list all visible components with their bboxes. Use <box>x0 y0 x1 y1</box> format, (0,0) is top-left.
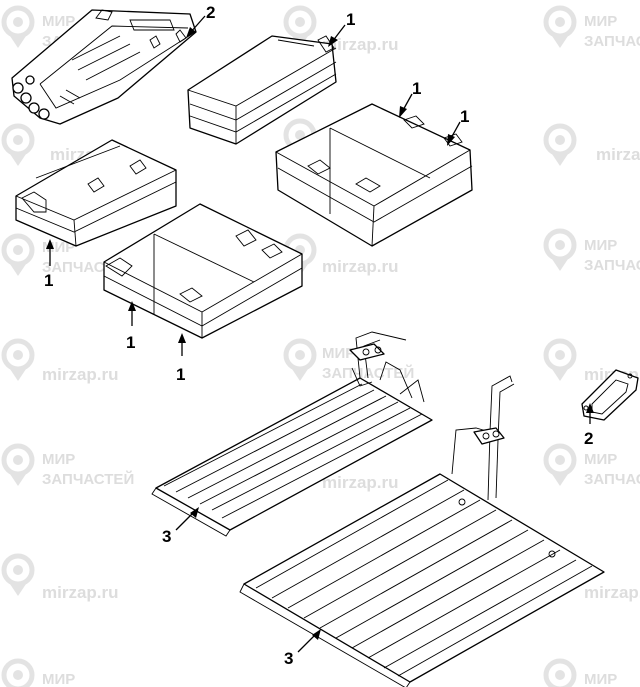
battery-module-top <box>187 35 337 145</box>
watermark-line-1: МИР <box>42 451 75 468</box>
callout-1-label: 1 <box>412 79 421 98</box>
callout-3-label: 3 <box>284 649 293 668</box>
cooling-plate-lower <box>239 375 605 687</box>
callout-1-d: 1 <box>44 239 54 290</box>
callout-1-c: 1 <box>447 107 469 146</box>
callout-1-label: 1 <box>176 365 185 384</box>
callout-1-e: 1 <box>126 301 136 352</box>
watermark-line-2: ЗАПЧАСТЕЙ <box>322 364 414 382</box>
callout-2-top: 2 <box>186 3 215 38</box>
callout-3-upper: 3 <box>162 507 199 546</box>
watermark-line-1: МИР <box>584 237 617 254</box>
callout-1-label: 1 <box>460 107 469 126</box>
watermark-line-2: ЗАПЧАСТЕЙ <box>584 32 640 50</box>
callout-3-label: 3 <box>162 527 171 546</box>
battery-module-left <box>15 139 177 247</box>
callout-2-gasket: 2 <box>584 403 594 448</box>
battery-module-right <box>275 103 473 247</box>
watermark-line-2: ЗАПЧАСТЕЙ <box>42 470 134 488</box>
callout-3-lower: 3 <box>284 629 321 668</box>
watermark-site: mirzap.ru <box>322 473 399 492</box>
callout-1-label: 1 <box>126 333 135 352</box>
callout-2-label: 2 <box>584 429 593 448</box>
watermark-site: mirzap.ru <box>42 365 119 384</box>
watermark-line-1: МИР <box>42 13 75 30</box>
watermark-site: mirzap.ru <box>42 583 119 602</box>
callout-1-a: 1 <box>328 10 355 47</box>
callout-1-b: 1 <box>399 79 421 118</box>
watermark-site: mirzap.ru <box>584 583 640 602</box>
watermark-line-1: МИР <box>322 345 355 362</box>
watermark-line-1: МИР <box>584 451 617 468</box>
watermark-line-1: МИР <box>42 671 75 687</box>
watermark-line-2: ЗАПЧАСТЕЙ <box>584 470 640 488</box>
watermark-line-1: МИР <box>584 13 617 30</box>
battery-module-center <box>103 203 303 339</box>
control-module-part <box>11 9 197 125</box>
watermark-site: mirzap.ru <box>322 257 399 276</box>
callout-1-f: 1 <box>176 333 186 384</box>
callout-1-label: 1 <box>346 10 355 29</box>
watermark-site: mirzap.ru <box>322 35 399 54</box>
cooling-plate-upper <box>151 331 433 537</box>
watermark-site: mirzap.ru <box>596 145 640 164</box>
callout-2-label: 2 <box>206 3 215 22</box>
watermark-line-1: МИР <box>584 671 617 687</box>
watermark-line-2: ЗАПЧАСТЕЙ <box>584 256 640 274</box>
callout-1-label: 1 <box>44 271 53 290</box>
